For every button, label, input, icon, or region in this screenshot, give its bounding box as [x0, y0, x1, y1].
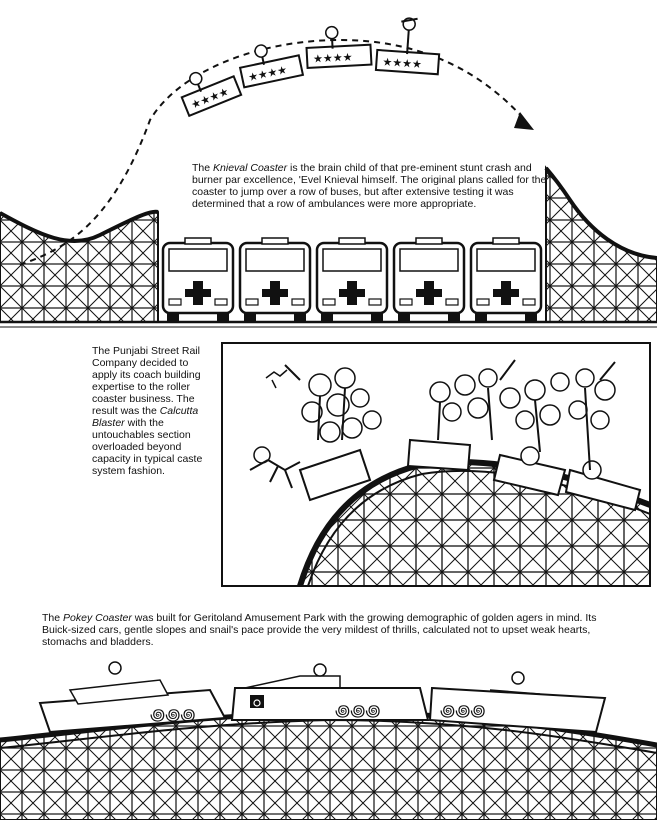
- caption-prefix: The: [42, 612, 64, 624]
- trajectory-arrowhead: [514, 112, 534, 130]
- passenger-crowd: [301, 367, 616, 480]
- svg-text:꩜꩜꩜: ꩜꩜꩜: [440, 703, 486, 720]
- svg-text:꩜꩜꩜: ꩜꩜꩜: [335, 703, 381, 720]
- knieval-coaster-caption: The Knieval Coaster is the brain child o…: [192, 162, 562, 210]
- caption-body: was built for Geritoland Amusement Park …: [42, 612, 597, 648]
- caption-body-start: The Punjabi Street Rail Company decided …: [92, 345, 201, 417]
- coaster-name: Calcutta Blaster: [92, 405, 199, 429]
- wheelchair-icon: [250, 695, 264, 708]
- calcutta-blaster-panel: [221, 342, 651, 587]
- pokey-coaster-cars: ꩜꩜꩜ ꩜꩜꩜ ꩜꩜꩜: [38, 661, 607, 734]
- caption-body: is the brain child of that pre-eminent s…: [192, 162, 547, 210]
- jump-trajectory: [19, 38, 526, 266]
- red-cross-icon: [185, 281, 211, 305]
- flying-coaster-cars: ★★★★ ★★★★ ★★★★ ★★: [180, 17, 441, 118]
- coaster-name: Pokey Coaster: [63, 612, 132, 624]
- falling-passenger: [249, 446, 301, 489]
- coaster-name: Knieval Coaster: [213, 162, 288, 174]
- calcutta-blaster-caption: The Punjabi Street Rail Company decided …: [92, 345, 212, 477]
- overloaded-coaster-cars: [298, 438, 642, 512]
- pokey-coaster-illustration: ꩜꩜꩜ ꩜꩜꩜ ꩜꩜꩜: [0, 661, 657, 820]
- left-ramp: [0, 210, 159, 323]
- svg-text:★★★★: ★★★★: [382, 56, 422, 71]
- svg-text:★★★★: ★★★★: [313, 52, 353, 66]
- svg-text:꩜꩜꩜: ꩜꩜꩜: [150, 707, 196, 724]
- pokey-coaster-caption: The Pokey Coaster was built for Geritola…: [42, 612, 602, 648]
- caption-prefix: The: [192, 162, 214, 174]
- knieval-coaster-illustration: ★★★★ ★★★★ ★★★★ ★★: [0, 17, 657, 328]
- caption-body-end: with the untouchables section overloaded…: [92, 417, 203, 477]
- ambulance-row: [161, 237, 543, 321]
